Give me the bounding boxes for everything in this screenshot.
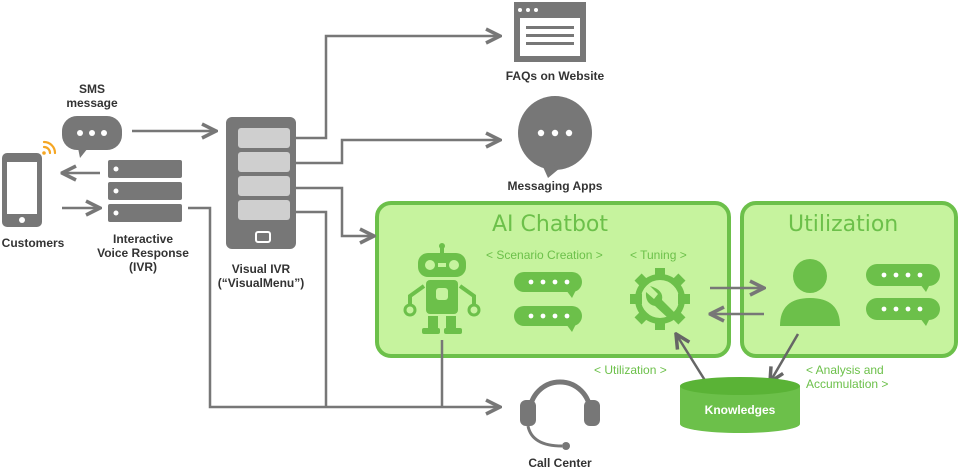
tuning-label: < Tuning > — [630, 248, 687, 262]
browser-icon — [514, 2, 586, 62]
customers-label: Customers — [1, 236, 65, 250]
person-icon — [780, 259, 840, 326]
utilization-small-label: < Utilization > — [594, 363, 667, 377]
visual-ivr-to-faqs-arrow — [294, 36, 500, 140]
chat-bubble-icon — [518, 96, 592, 178]
faqs-label: FAQs on Website — [505, 69, 605, 83]
ivr-to-call-center-line — [188, 206, 500, 407]
scenario-bubble-icon — [514, 272, 582, 332]
scenario-creation-label: < Scenario Creation > — [486, 248, 603, 262]
gear-wrench-icon — [630, 268, 690, 330]
visual-ivr-to-chatbot-arrow — [294, 186, 374, 236]
server-icon — [108, 160, 182, 222]
call-center-label: Call Center — [528, 456, 592, 470]
utilization-to-knowledges-arrow — [770, 333, 800, 382]
analysis-accumulation-label: < Analysis and Accumulation > — [806, 363, 889, 391]
knowledges-label: Knowledges — [704, 403, 776, 417]
visual-ivr-to-call-center-line — [294, 210, 328, 407]
wifi-icon — [42, 140, 57, 155]
visual-ivr-to-messaging-arrow — [294, 140, 500, 165]
database-icon — [680, 377, 800, 433]
robot-icon — [403, 243, 481, 334]
messaging-label: Messaging Apps — [507, 179, 603, 193]
sms-label: SMS message — [66, 82, 118, 110]
ai-chatbot-title: AI Chatbot — [492, 212, 608, 237]
visual-ivr-phone-icon — [226, 117, 296, 249]
smartphone-icon — [2, 153, 42, 227]
knowledges-to-tuning-arrow — [676, 334, 708, 383]
ivr-label: Interactive Voice Response (IVR) — [97, 232, 189, 274]
sms-bubble-icon — [62, 116, 122, 158]
utilization-bubble-icon — [866, 264, 940, 326]
visual-ivr-label: Visual IVR (“VisualMenu”) — [217, 262, 305, 290]
headset-icon — [520, 379, 600, 450]
utilization-title: Utilization — [788, 212, 899, 237]
